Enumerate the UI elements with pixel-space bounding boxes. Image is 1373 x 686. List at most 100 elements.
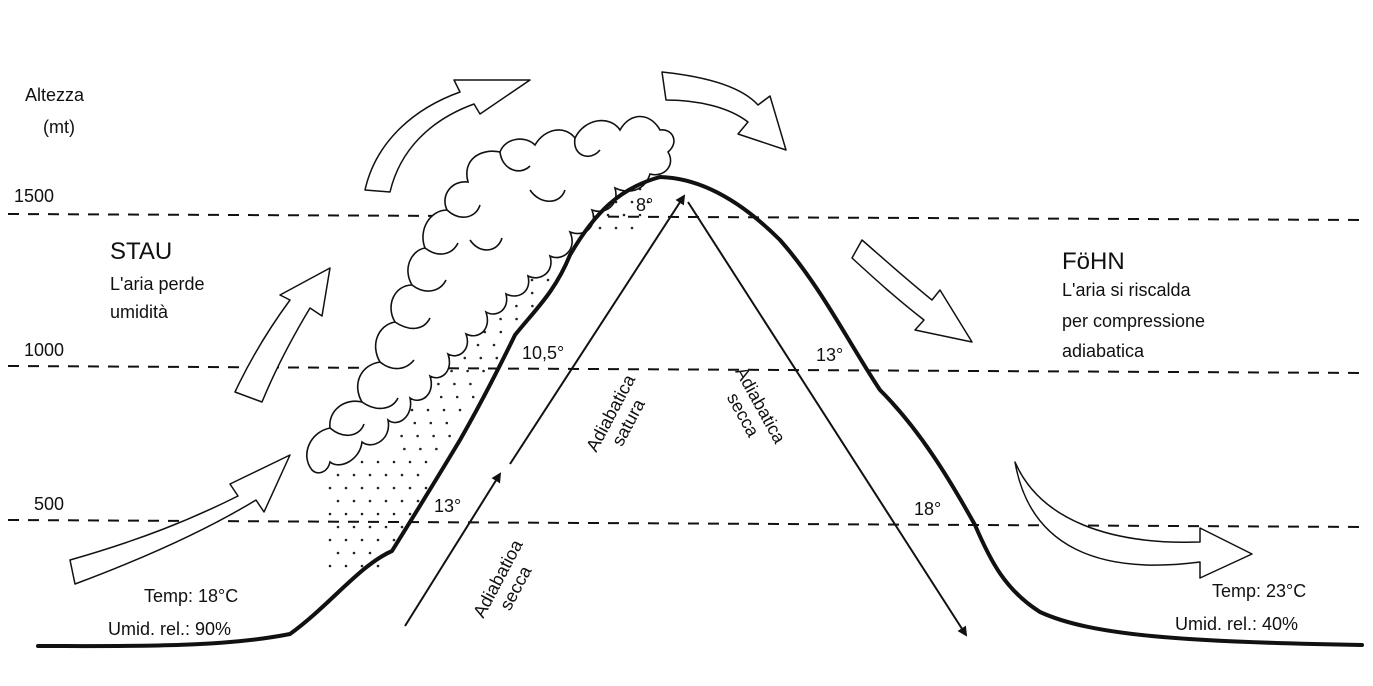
rain-dot (400, 473, 404, 477)
wind-arrows (69, 71, 1253, 585)
rain-dot (360, 512, 364, 516)
rain-dot (344, 512, 348, 516)
level-line-500 (7, 519, 1369, 528)
rain-dot (614, 226, 618, 230)
rain-dot (479, 356, 483, 360)
rain-dot (376, 486, 380, 490)
axis-title: Altezza (25, 85, 85, 105)
rain-dot (646, 200, 650, 204)
cloud (306, 115, 675, 474)
rain-dot (336, 551, 340, 555)
rain-dot (410, 408, 414, 412)
rain-dot (450, 369, 453, 373)
rain-dot (384, 525, 388, 529)
saturated-adiabatic-ascent-arrow (509, 194, 686, 465)
level-label-500: 500 (34, 494, 65, 514)
rain-dot (368, 499, 372, 503)
level-label-1500: 1500 (14, 186, 55, 206)
temp-leeward-500: 18° (914, 499, 942, 519)
windward-temp: Temp: 18°C (144, 586, 239, 606)
leeward-humidity: Umid. rel.: 40% (1175, 614, 1299, 634)
rain-dot (426, 408, 430, 412)
rain-dot (531, 304, 534, 308)
rain-dot (384, 473, 388, 477)
rain-dot (439, 395, 443, 399)
rain-dot (458, 408, 462, 412)
rain-dot (435, 447, 438, 451)
rain-dot (360, 460, 364, 464)
rain-dot (400, 499, 404, 503)
rain-dot (344, 486, 348, 490)
rain-dot (368, 473, 372, 477)
rain-dot (638, 213, 642, 217)
stau-title: STAU (110, 238, 173, 265)
rain-dot (408, 486, 412, 490)
rain-dot (368, 525, 372, 529)
rain-dot (466, 369, 469, 373)
rain-dot (515, 304, 518, 308)
fohn-title: FöHN (1062, 248, 1125, 275)
rain-dot (352, 499, 356, 503)
rain-dot (352, 551, 356, 555)
level-line-1500 (7, 213, 1369, 221)
rain-dot (630, 226, 634, 230)
rain-dot (352, 473, 356, 477)
wind-arrow-descent (851, 239, 973, 343)
rain-dot (413, 421, 417, 425)
temp-summit: 8° (636, 195, 654, 215)
rain-dot (328, 538, 332, 542)
rain-dot (437, 382, 440, 386)
rain-dot (469, 382, 472, 386)
rain-dot (432, 434, 435, 438)
wind-arrow-summit (661, 71, 787, 151)
rain-dot (424, 460, 428, 464)
dry-adiabatic-ascent-arrow (404, 472, 502, 627)
rain-dot (376, 512, 380, 516)
rain-dot (416, 434, 419, 438)
rain-dot (546, 278, 550, 282)
rain-dot (530, 291, 534, 295)
rain-dot (530, 278, 534, 282)
rain-dot (336, 499, 340, 503)
rain-dot (408, 460, 412, 464)
stau-line-1: L'aria perde (110, 274, 205, 294)
wind-arrow-rise (234, 267, 331, 403)
rain-dot (448, 434, 451, 438)
rain-dot (453, 382, 456, 386)
rain-dot (384, 499, 388, 503)
rain-dot (424, 486, 428, 490)
temp-leeward-1000: 13° (816, 345, 844, 365)
dry-adiabatic-descent-arrow (687, 201, 968, 637)
rain-dot (328, 486, 332, 490)
rain-dot (368, 551, 372, 555)
rain-dot (606, 213, 610, 217)
rain-dot (416, 473, 420, 477)
rain-dot (392, 460, 396, 464)
rain-dot (360, 538, 364, 542)
rain-dot (598, 226, 602, 230)
rain-dot (445, 421, 449, 425)
rain-dot (495, 356, 499, 360)
rain-dot (492, 343, 496, 347)
fohn-line-2: per compressione (1062, 311, 1206, 331)
rain-dot (455, 395, 459, 399)
rain-dot (344, 538, 348, 542)
fohn-line-1: L'aria si riscalda (1062, 280, 1191, 300)
rain-dot (463, 356, 467, 360)
temp-windward-1000: 10,5° (522, 343, 565, 363)
rain-dot (416, 499, 420, 503)
wind-arrow-cloud (364, 79, 531, 193)
rain-dot (392, 512, 396, 516)
windward-humidity: Umid. rel.: 90% (108, 619, 232, 639)
level-label-1000: 1000 (24, 340, 65, 360)
rain-dot (336, 525, 340, 529)
rain-dot (476, 343, 480, 347)
wind-arrow-approach (69, 454, 291, 585)
rain-dot (344, 564, 348, 568)
rain-dot (630, 200, 634, 204)
rain-dot (419, 447, 422, 451)
rain-dot (442, 408, 446, 412)
rain-dot (392, 538, 396, 542)
level-line-1000 (7, 365, 1369, 374)
rain-dot (376, 538, 380, 542)
